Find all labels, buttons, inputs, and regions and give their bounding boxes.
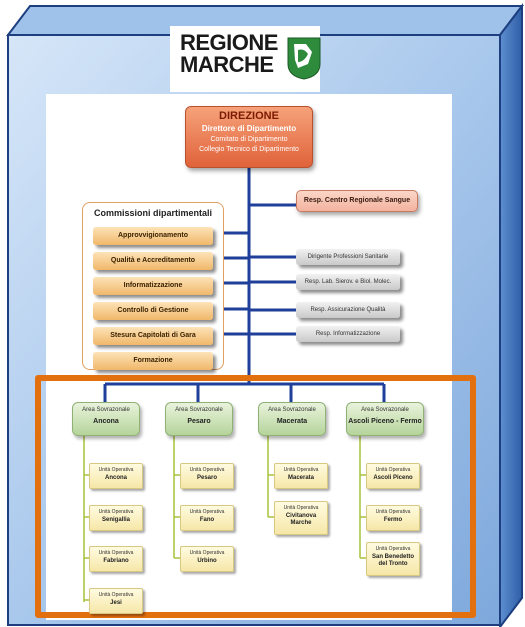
staff-box: Resp. Assicurazione Qualità bbox=[296, 302, 400, 318]
staff-box: Dirigente Professioni Sanitarie bbox=[296, 249, 400, 265]
commissione-item: Controllo di Gestione bbox=[93, 302, 213, 320]
logo-text: REGIONE MARCHE bbox=[180, 32, 278, 76]
unit-label: Unità Operativa bbox=[98, 467, 134, 473]
unit-name: San Benedetto del Tronto bbox=[371, 554, 414, 567]
unit-name: Macerata bbox=[287, 475, 314, 481]
unit-label: Unità Operativa bbox=[375, 546, 411, 552]
unit-label: Unità Operativa bbox=[98, 509, 134, 515]
unit-name: Ascoli Piceno bbox=[373, 475, 413, 481]
area-name: Macerata bbox=[276, 418, 308, 425]
unit-label: Unità Operativa bbox=[375, 467, 411, 473]
logo-emblem-icon bbox=[287, 37, 321, 80]
area-name: Ancona bbox=[93, 418, 119, 425]
area-label: Area Sovrazonale bbox=[361, 407, 409, 413]
commissione-item: Qualità e Accreditamento bbox=[93, 252, 213, 270]
unit-name: Senigallia bbox=[101, 517, 130, 523]
logo-line-1: REGIONE bbox=[180, 30, 278, 55]
unit-name: Fano bbox=[199, 517, 215, 523]
direzione-line-2: Comitato di Dipartimento bbox=[210, 136, 288, 143]
area-pesaro: Area Sovrazonale Pesaro bbox=[165, 402, 233, 436]
unit-label: Unità Operativa bbox=[98, 592, 134, 598]
area-macerata: Area Sovrazonale Macerata bbox=[258, 402, 326, 436]
direzione-line-3: Collegio Tecnico di Dipartimento bbox=[199, 146, 299, 153]
unit-label: Unità Operativa bbox=[189, 509, 225, 515]
direzione-title: DIREZIONE bbox=[219, 110, 279, 122]
area-highlight-frame bbox=[35, 375, 476, 618]
unit-name: Civitanova Marche bbox=[285, 513, 317, 526]
unit-name: Ancona bbox=[104, 475, 127, 481]
area-label: Area Sovrazonale bbox=[82, 407, 130, 413]
direzione-line-1: Direttore di Dipartimento bbox=[201, 124, 297, 133]
commissioni-panel: Commissioni dipartimentali Approvvigiona… bbox=[82, 202, 224, 370]
area-name: Ascoli Piceno - Fermo bbox=[348, 418, 422, 425]
resp-centro-sangue-box: Resp. Centro Regionale Sangue bbox=[296, 190, 418, 212]
unit-name: Jesi bbox=[110, 600, 122, 606]
commissione-item: Informatizzazione bbox=[93, 277, 213, 295]
area-label: Area Sovrazonale bbox=[175, 407, 223, 413]
staff-box: Resp. Lab. Sierov. e Biol. Molec. bbox=[296, 274, 400, 290]
regione-marche-logo: REGIONE MARCHE bbox=[170, 26, 321, 92]
area-ascoli-fermo: Area Sovrazonale Ascoli Piceno - Fermo bbox=[346, 402, 424, 436]
commissione-item: Formazione bbox=[93, 352, 213, 370]
unit-label: Unità Operativa bbox=[283, 467, 319, 473]
unit-label: Unità Operativa bbox=[189, 467, 225, 473]
unit-name: Fermo bbox=[383, 517, 403, 523]
unit-name: Urbino bbox=[197, 558, 217, 564]
unit-name: Fabriano bbox=[103, 558, 129, 564]
commissioni-title: Commissioni dipartimentali bbox=[93, 208, 213, 218]
area-label: Area Sovrazonale bbox=[268, 407, 316, 413]
commissione-item: Stesura Capitolati di Gara bbox=[93, 327, 213, 345]
area-ancona: Area Sovrazonale Ancona bbox=[72, 402, 140, 436]
staff-box: Resp. Informatizzazione bbox=[296, 326, 400, 342]
commissione-item: Approvvigionamento bbox=[93, 227, 213, 245]
area-name: Pesaro bbox=[187, 418, 211, 425]
unit-label: Unità Operativa bbox=[283, 505, 319, 511]
direzione-box: DIREZIONE Direttore di Dipartimento Comi… bbox=[185, 106, 313, 168]
logo-line-2: MARCHE bbox=[180, 52, 274, 77]
unit-label: Unità Operativa bbox=[375, 509, 411, 515]
unit-label: Unità Operativa bbox=[189, 550, 225, 556]
unit-label: Unità Operativa bbox=[98, 550, 134, 556]
unit-name: Pesaro bbox=[196, 475, 217, 481]
